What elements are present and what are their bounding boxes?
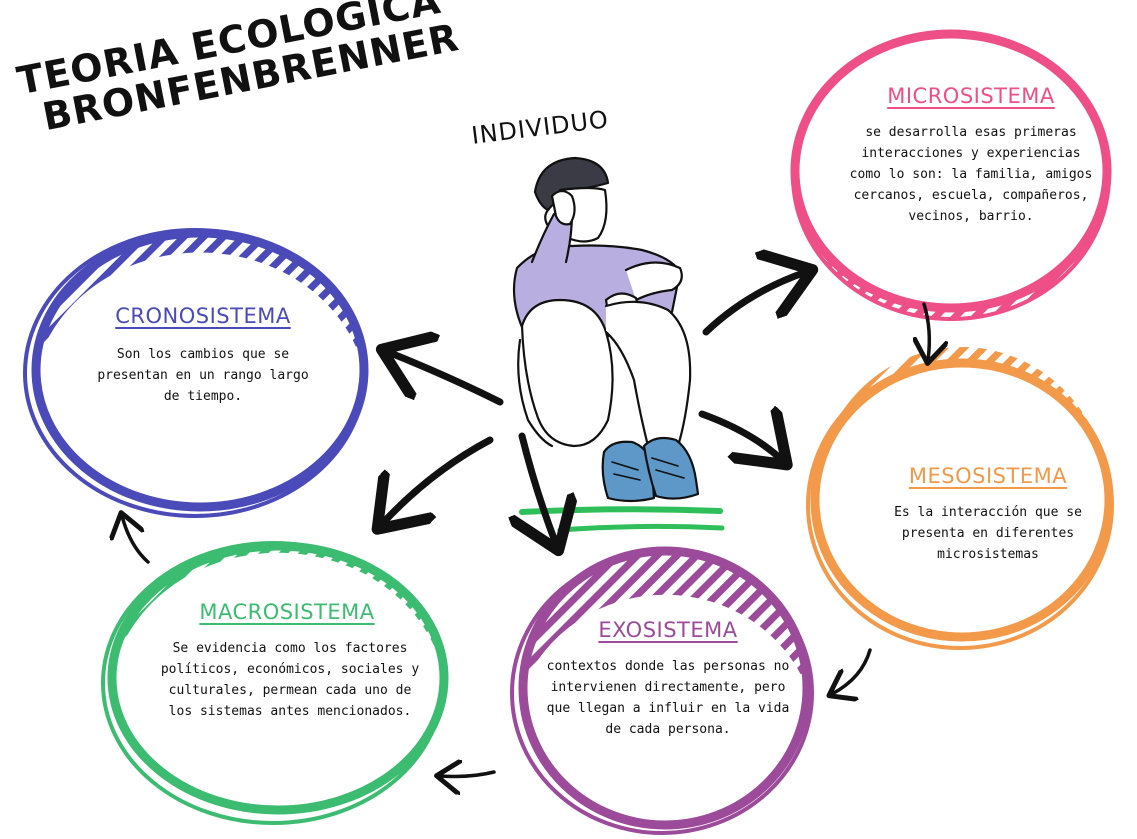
arrows — [122, 272, 929, 777]
exosistema-circle — [510, 546, 814, 835]
cronosistema-title: CRONOSISTEMA — [115, 304, 291, 328]
arrow-to-microsistema — [702, 272, 806, 336]
mesosistema-circle — [806, 347, 1114, 650]
arrow-to-macrosistema — [382, 436, 494, 524]
microsistema-description: se desarrolla esas primeras interaccione… — [849, 125, 1093, 224]
microsistema-title: MICROSISTEMA — [887, 84, 1055, 108]
exosistema-description: contextos donde las personas no intervie… — [546, 659, 790, 737]
microsistema-circle — [790, 29, 1112, 321]
arrow-micro-to-meso — [924, 302, 929, 360]
sitting-person-illustration — [512, 156, 700, 503]
arrow-to-cronosistema — [388, 352, 504, 406]
macrosistema-title: MACROSISTEMA — [199, 600, 375, 624]
arrow-to-mesosistema — [698, 414, 782, 460]
arrow-meso-to-exo — [832, 648, 872, 694]
macrosistema-circle — [101, 541, 449, 825]
arrow-macro-to-crono — [122, 516, 150, 564]
cronosistema-circle — [23, 228, 369, 518]
arrow-exo-to-macro — [440, 772, 496, 777]
mesosistema-title: MESOSISTEMA — [908, 464, 1068, 488]
macrosistema-description: Se evidencia como los factores políticos… — [160, 641, 420, 719]
mesosistema-description: Es la interacción que se presenta en dif… — [894, 505, 1082, 562]
cronosistema-description: Son los cambios que se presentan en un r… — [97, 347, 309, 404]
arrow-to-exosistema — [522, 432, 556, 544]
exosistema-title: EXOSISTEMA — [598, 618, 738, 642]
